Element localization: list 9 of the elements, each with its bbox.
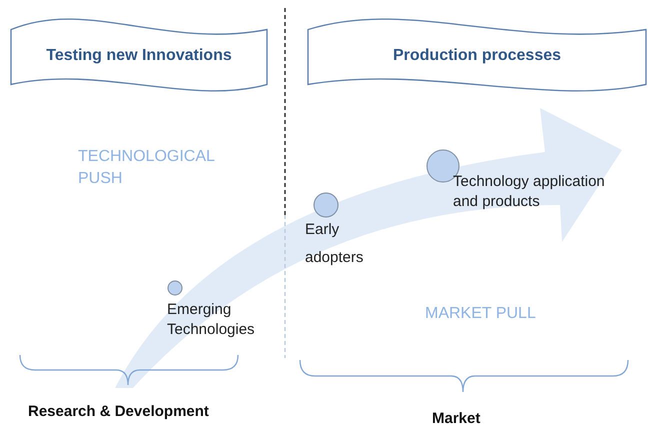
node-caption: Early adopters	[305, 220, 364, 268]
node-caption: Technology application and products	[453, 172, 606, 212]
phase-label: Market	[432, 410, 482, 427]
force-label: TECHNOLOGICAL PUSH	[78, 147, 216, 189]
force-label: MARKET PULL	[425, 304, 537, 324]
circle-marker	[167, 280, 183, 296]
circle-marker	[313, 192, 339, 218]
node-caption: Emerging Technologies	[167, 300, 256, 340]
phase-label: Research & Development	[28, 403, 210, 420]
